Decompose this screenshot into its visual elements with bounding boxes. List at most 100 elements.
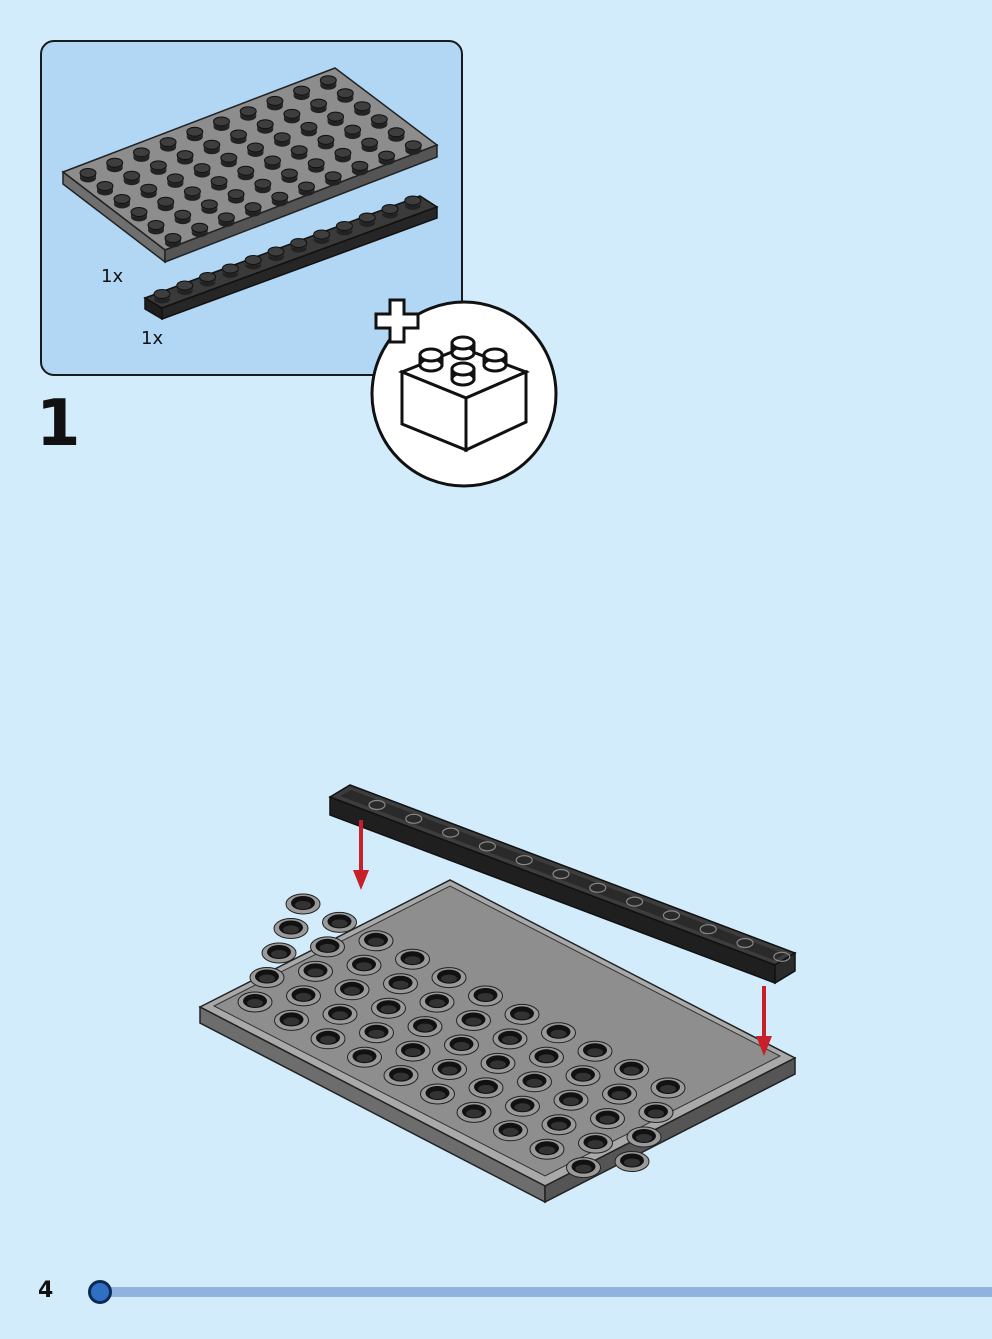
stud — [553, 1089, 589, 1111]
hole — [442, 827, 460, 838]
stud — [237, 165, 255, 181]
hole — [478, 841, 496, 852]
stud — [281, 168, 298, 184]
stud — [140, 183, 158, 199]
stud — [264, 155, 281, 171]
stud — [176, 150, 194, 166]
stud — [273, 132, 291, 148]
stud — [407, 1016, 443, 1038]
stud — [317, 134, 335, 150]
stud — [358, 212, 376, 228]
stud — [492, 1028, 528, 1050]
stud — [529, 1046, 564, 1068]
stud — [358, 930, 394, 952]
stud — [298, 181, 315, 197]
stud — [353, 101, 371, 117]
page-number: 4 — [38, 1278, 54, 1303]
stud — [565, 1065, 601, 1087]
stud — [293, 85, 311, 101]
part-quantity-plate-6x10: 1x — [101, 266, 124, 287]
stud — [334, 979, 370, 1001]
stud — [444, 1034, 479, 1056]
hole — [589, 882, 607, 893]
hole — [625, 896, 644, 907]
stud — [504, 1003, 540, 1025]
stud — [230, 129, 247, 145]
hole — [405, 813, 423, 824]
plate-6x10-part — [61, 67, 439, 264]
page-progress-track — [110, 1287, 992, 1297]
stud — [149, 160, 167, 176]
hole — [699, 924, 717, 935]
stud — [480, 1052, 516, 1074]
stud — [300, 121, 318, 137]
stud — [351, 160, 369, 176]
hole — [552, 868, 570, 880]
hole — [662, 910, 681, 921]
stud — [395, 1040, 431, 1062]
stud — [336, 88, 354, 104]
stud — [577, 1040, 613, 1062]
stud — [541, 1022, 576, 1044]
stud — [432, 1059, 467, 1080]
stud — [419, 991, 455, 1013]
stud — [387, 127, 405, 143]
stud — [517, 1071, 552, 1093]
stud — [79, 168, 97, 183]
stud — [313, 229, 331, 245]
stud — [298, 960, 333, 982]
stud — [322, 911, 357, 933]
stud — [335, 221, 353, 236]
stud — [381, 204, 399, 219]
stud — [237, 991, 273, 1013]
stud — [106, 157, 124, 173]
stud — [310, 98, 328, 114]
stud — [327, 111, 345, 127]
stud — [286, 985, 321, 1007]
stud — [227, 189, 245, 205]
stud — [383, 973, 418, 995]
stud — [266, 95, 284, 111]
stud — [96, 181, 114, 196]
stud — [404, 140, 422, 156]
stud — [578, 1132, 613, 1154]
stud — [346, 954, 382, 976]
stud — [310, 936, 345, 958]
stud — [319, 75, 337, 91]
plus-brick-icon — [370, 298, 558, 488]
placement-arrow-right — [756, 986, 772, 1056]
stud — [371, 997, 406, 1019]
stud — [174, 209, 192, 225]
stud — [256, 119, 274, 135]
stud — [404, 195, 422, 211]
stud — [244, 202, 262, 218]
stud — [132, 147, 150, 163]
stud — [378, 150, 396, 166]
stud — [193, 163, 211, 179]
stud — [164, 233, 182, 248]
stud — [456, 1101, 492, 1123]
stud — [468, 985, 503, 1007]
stud — [590, 1108, 625, 1130]
stud — [200, 199, 218, 215]
stud — [285, 893, 321, 915]
stud — [247, 142, 264, 158]
stud — [505, 1095, 540, 1117]
stud — [566, 1157, 601, 1179]
hole — [515, 855, 533, 866]
stud — [157, 196, 175, 212]
stud — [267, 246, 285, 262]
stud — [153, 289, 171, 304]
stud — [166, 173, 184, 189]
stud — [344, 124, 362, 140]
stud — [638, 1102, 674, 1123]
stud — [203, 139, 221, 155]
stud — [420, 1083, 455, 1105]
stud — [220, 152, 238, 168]
hole — [773, 951, 791, 962]
stud — [186, 126, 204, 142]
stud — [283, 108, 301, 124]
stud — [113, 194, 131, 209]
hole — [368, 799, 386, 811]
